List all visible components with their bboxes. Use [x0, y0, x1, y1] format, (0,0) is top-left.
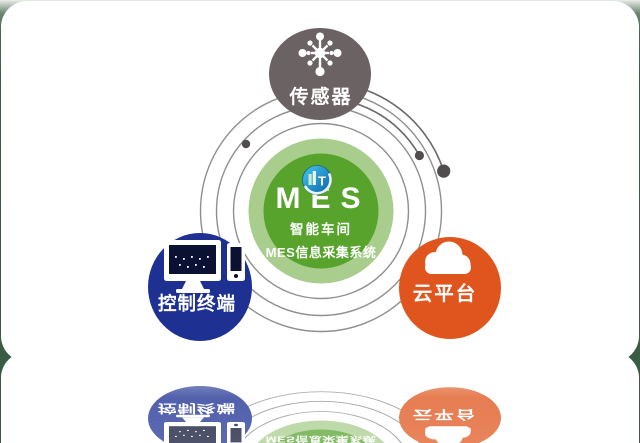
orbit-dot-right-large — [437, 164, 451, 178]
terminal-node: 控制终端 — [148, 385, 252, 443]
mes-diagram: MES 智能车间 MES信息采集系统 T — [148, 385, 501, 443]
orbit-dot-left — [241, 139, 251, 149]
terminal-label: 控制终端 — [158, 293, 236, 314]
center-system-name: MES信息采集系统 — [266, 434, 377, 443]
sensor-node: 传感器 — [269, 28, 371, 120]
terminal-label: 控制终端 — [158, 402, 236, 415]
reflection-card: MES 智能车间 MES信息采集系统 T — [1, 352, 639, 443]
globe-badge-icon: T — [302, 165, 332, 195]
diagram-card: MES 智能车间 MES信息采集系统 T — [1, 1, 639, 362]
cloud-icon — [425, 241, 471, 274]
cloud-circle — [399, 237, 501, 339]
center-node: MES 智能车间 MES信息采集系统 T — [248, 420, 394, 443]
center-inner-circle — [263, 153, 379, 269]
terminal-node: 控制终端 — [148, 233, 252, 341]
orbit-dots — [241, 139, 451, 178]
cloud-label: 云平台 — [413, 282, 478, 305]
reflection-host: MES 智能车间 MES信息采集系统 T — [1, 352, 639, 443]
center-node: MES 智能车间 MES信息采集系统 T — [248, 138, 394, 284]
cloud-node: 云平台 — [399, 387, 501, 443]
orbit-ring-inner — [232, 122, 410, 300]
center-system-name: MES信息采集系统 — [266, 245, 377, 260]
mes-diagram: MES 智能车间 MES信息采集系统 T — [148, 28, 501, 341]
logo-badge-letter: T — [318, 174, 326, 189]
desktop-computer-icon — [164, 240, 245, 293]
orbit-dot-right-small — [414, 150, 424, 161]
cloud-node: 云平台 — [399, 237, 501, 339]
center-subtitle: 智能车间 — [290, 221, 352, 237]
sensor-label: 传感器 — [288, 85, 352, 108]
network-hub-icon — [298, 32, 342, 77]
cloud-label: 云平台 — [413, 408, 477, 422]
